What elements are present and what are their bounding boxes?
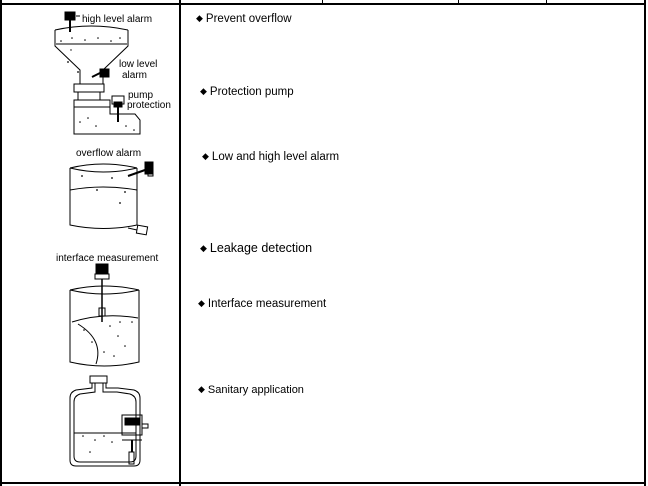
application-text: Low and high level alarm — [211, 151, 340, 163]
hopper-diagram — [54, 11, 141, 135]
diamond-bullet-icon: ◆ — [202, 151, 209, 161]
label-pump-protection-line2: protection — [127, 100, 171, 111]
application-text: Prevent overflow — [205, 13, 292, 25]
application-text: Protection pump — [209, 86, 294, 98]
application-text: Leakage detection — [209, 241, 313, 255]
diamond-bullet-icon: ◆ — [198, 298, 205, 308]
diamond-bullet-icon: ◆ — [196, 13, 203, 23]
speckle-texture — [60, 37, 135, 453]
label-pump-protection-line1: pump — [128, 90, 154, 101]
column-divider — [179, 0, 181, 486]
application-item: ◆Protection pump — [200, 86, 294, 99]
application-item: ◆Sanitary application — [198, 384, 304, 397]
diamond-bullet-icon: ◆ — [200, 86, 207, 96]
header-tick-1 — [322, 0, 323, 4]
application-text: Interface measurement — [207, 298, 327, 310]
table-right-border — [644, 0, 646, 486]
header-tick-2 — [458, 0, 459, 4]
table-bottom-border — [0, 482, 646, 484]
label-high-level-alarm: high level alarm — [82, 14, 153, 25]
application-item: ◆Interface measurement — [198, 298, 326, 311]
application-item: ◆Low and high level alarm — [202, 151, 339, 164]
label-low-level-alarm-line1: low level — [119, 59, 158, 70]
overflow-tank-diagram — [69, 161, 154, 236]
application-item: ◆Leakage detection — [200, 242, 312, 256]
sanitary-vessel-diagram — [69, 375, 149, 467]
label-overflow-alarm: overflow alarm — [76, 148, 142, 159]
header-tick-3 — [546, 0, 547, 4]
table-top-border — [0, 3, 646, 5]
application-text: Sanitary application — [207, 384, 304, 396]
application-item: ◆Prevent overflow — [196, 13, 292, 26]
label-interface-measurement: interface measurement — [56, 253, 159, 264]
table-left-border — [0, 0, 2, 486]
application-illustrations — [54, 11, 154, 467]
diamond-bullet-icon: ◆ — [198, 384, 205, 394]
label-low-level-alarm-line2: alarm — [122, 70, 148, 81]
diamond-bullet-icon: ◆ — [200, 243, 207, 253]
interface-tank-diagram — [69, 263, 140, 367]
